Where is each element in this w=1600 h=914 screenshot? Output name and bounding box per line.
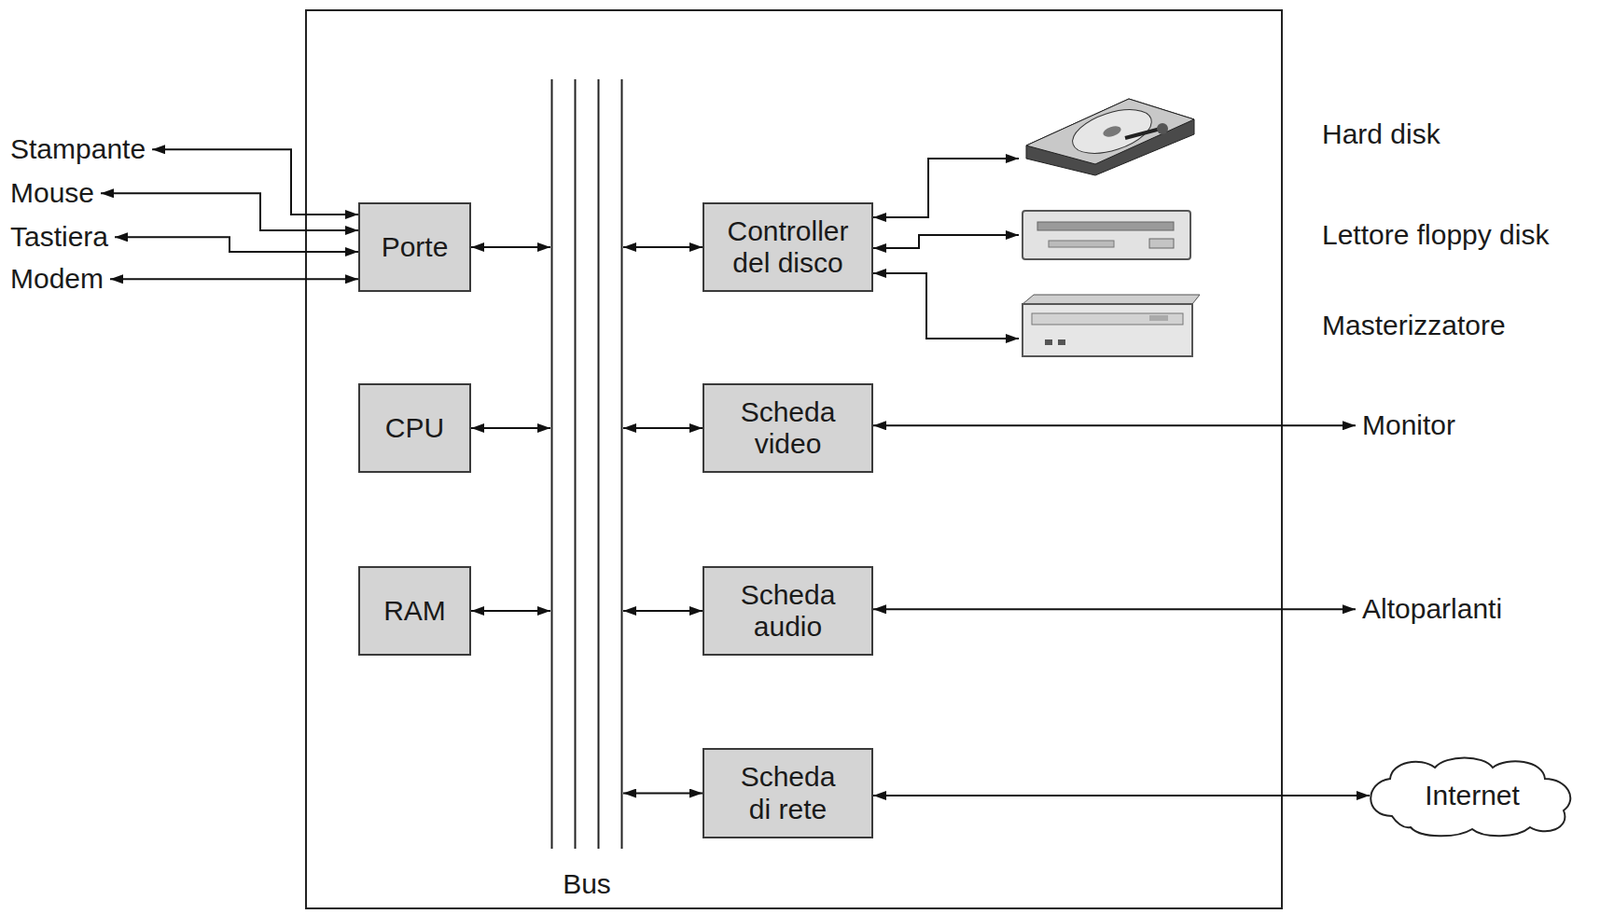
device-label: Monitor	[1362, 409, 1456, 443]
hard-disk-drawing-part	[1156, 123, 1169, 135]
connector-arrow	[100, 193, 359, 231]
cloud-outline-part	[1370, 758, 1571, 837]
bus-lines-part	[621, 79, 624, 849]
cd-burner-device: Masterizzatore	[1020, 292, 1587, 360]
box-label: Scheda audio	[732, 579, 845, 644]
component-box: Controller del disco	[702, 202, 874, 293]
internet-cloud: Internet	[1367, 754, 1577, 837]
floppy-drive-drawing-part	[1048, 240, 1114, 248]
device-label: Stampante	[10, 133, 146, 167]
floppy-drive-device: Lettore floppy disk	[1020, 207, 1587, 264]
bus-lines-part	[551, 79, 554, 849]
hard-disk-drawing-part	[1026, 98, 1195, 176]
device-label: Altoparlanti	[1362, 593, 1503, 627]
cd-burner-drawing-part	[1022, 294, 1200, 305]
cd-burner-drawing-part	[1149, 315, 1169, 321]
hard-disk-drawing-part	[1125, 128, 1161, 139]
connector-arrow	[623, 610, 703, 613]
component-box: Scheda audio	[702, 566, 874, 656]
computer-case-outline	[306, 10, 1282, 909]
node-label: Hard disk	[1321, 118, 1441, 152]
connector-arrow	[873, 794, 1370, 797]
connector-arrow	[623, 427, 703, 430]
connector-arrow	[873, 158, 1019, 218]
device-label: Tastiera	[10, 221, 109, 254]
connector-arrow	[873, 608, 1356, 611]
component-box: Scheda video	[702, 383, 874, 474]
node-label: Bus	[562, 868, 612, 902]
cd-burner-drawing-part	[1022, 304, 1193, 357]
device-label: Mouse	[10, 177, 95, 210]
connector-arrow	[873, 235, 1019, 249]
node-label: Tastiera	[10, 221, 109, 254]
bus-lines	[550, 79, 624, 849]
node-label: Internet	[1424, 779, 1520, 813]
cd-burner-drawing-part	[1057, 339, 1066, 346]
node-label: Altoparlanti	[1362, 593, 1503, 627]
floppy-drive-drawing-part	[1037, 222, 1174, 231]
box-label: Controller del disco	[718, 215, 859, 280]
floppy-drive-drawing-part	[1022, 210, 1191, 260]
device-label: Modem	[10, 263, 104, 296]
node-label: Monitor	[1362, 409, 1456, 443]
connector-arrow	[152, 149, 359, 215]
cd-burner-drawing-part	[1031, 313, 1183, 325]
connector-arrow	[471, 610, 551, 613]
connector-arrow	[623, 246, 703, 249]
hard-disk-drawing-part	[1101, 124, 1123, 140]
bus-lines-part	[574, 79, 577, 849]
node-label: Stampante	[10, 133, 146, 167]
box-label: RAM	[383, 595, 446, 628]
box-label: Scheda di rete	[732, 761, 845, 826]
node-label: Modem	[10, 263, 104, 296]
hard-disk-drawing	[1020, 91, 1198, 179]
box-label: CPU	[385, 412, 445, 446]
box-label: Scheda video	[732, 396, 845, 461]
box-label: Porte	[381, 231, 449, 265]
component-box: Porte	[358, 202, 472, 293]
system-bus: Bus	[550, 79, 624, 901]
node-label: Mouse	[10, 177, 95, 210]
connector-arrow	[873, 424, 1356, 427]
cd-burner-drawing	[1020, 292, 1202, 360]
hard-disk-drawing-part	[1026, 98, 1195, 165]
node-label: Masterizzatore	[1321, 309, 1506, 343]
floppy-drive-drawing	[1020, 207, 1193, 264]
hard-disk-device: Hard disk	[1020, 91, 1587, 179]
connector-arrow	[471, 246, 551, 249]
bus-lines-part	[598, 79, 600, 849]
node-label: Lettore floppy disk	[1321, 219, 1549, 252]
connector-arrow	[471, 427, 551, 430]
component-box: Scheda di rete	[702, 748, 874, 839]
component-box: CPU	[358, 383, 472, 474]
component-box: RAM	[358, 566, 472, 656]
connector-arrow	[114, 236, 359, 252]
cd-burner-drawing-part	[1044, 339, 1053, 346]
connector-arrow	[110, 278, 359, 280]
floppy-drive-drawing-part	[1149, 238, 1174, 249]
connector-arrow	[623, 793, 703, 795]
connector-arrow	[873, 273, 1019, 339]
